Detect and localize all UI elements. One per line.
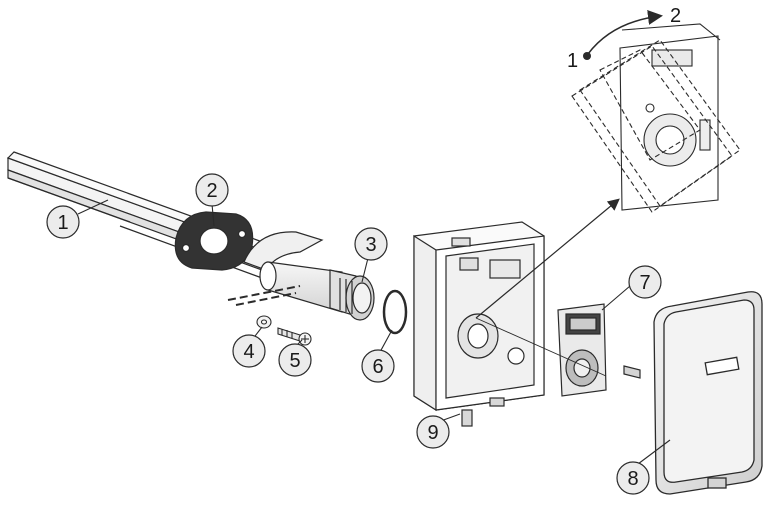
callout-7: 7	[628, 265, 662, 299]
callout-3: 3	[354, 227, 388, 261]
callout-8: 8	[616, 461, 650, 495]
front-cover	[653, 291, 763, 495]
rotation-end-label: 2	[670, 5, 681, 27]
callout-2: 2	[195, 173, 229, 207]
washer	[256, 315, 272, 329]
rotated-housing-detail	[571, 23, 741, 213]
o-ring	[382, 289, 408, 335]
callout-1: 1	[46, 205, 80, 239]
callout-2-label: 2	[206, 180, 217, 202]
callout-3-label: 3	[365, 234, 376, 256]
callout-7-label: 7	[639, 272, 650, 294]
callout-9: 9	[416, 415, 450, 449]
callout-1-label: 1	[57, 212, 68, 234]
pipe-sleeve	[243, 231, 375, 321]
callout-5: 5	[278, 343, 312, 377]
mounting-guide-lines	[227, 285, 301, 306]
callout-8-label: 8	[627, 468, 638, 490]
callout-5-label: 5	[289, 350, 300, 372]
callout-4-label: 4	[243, 341, 254, 363]
flange-plate	[174, 211, 254, 271]
detail-connector-arrow	[475, 198, 620, 319]
electronics-module	[557, 303, 641, 397]
callout-6-label: 6	[372, 356, 383, 378]
rotation-arrow: 1 2	[567, 5, 681, 72]
housing-box	[413, 221, 545, 427]
rotation-start-label: 1	[567, 50, 578, 72]
screw	[277, 327, 312, 346]
callout-9-label: 9	[427, 422, 438, 444]
callout-4: 4	[232, 334, 266, 368]
callout-6: 6	[361, 349, 395, 383]
